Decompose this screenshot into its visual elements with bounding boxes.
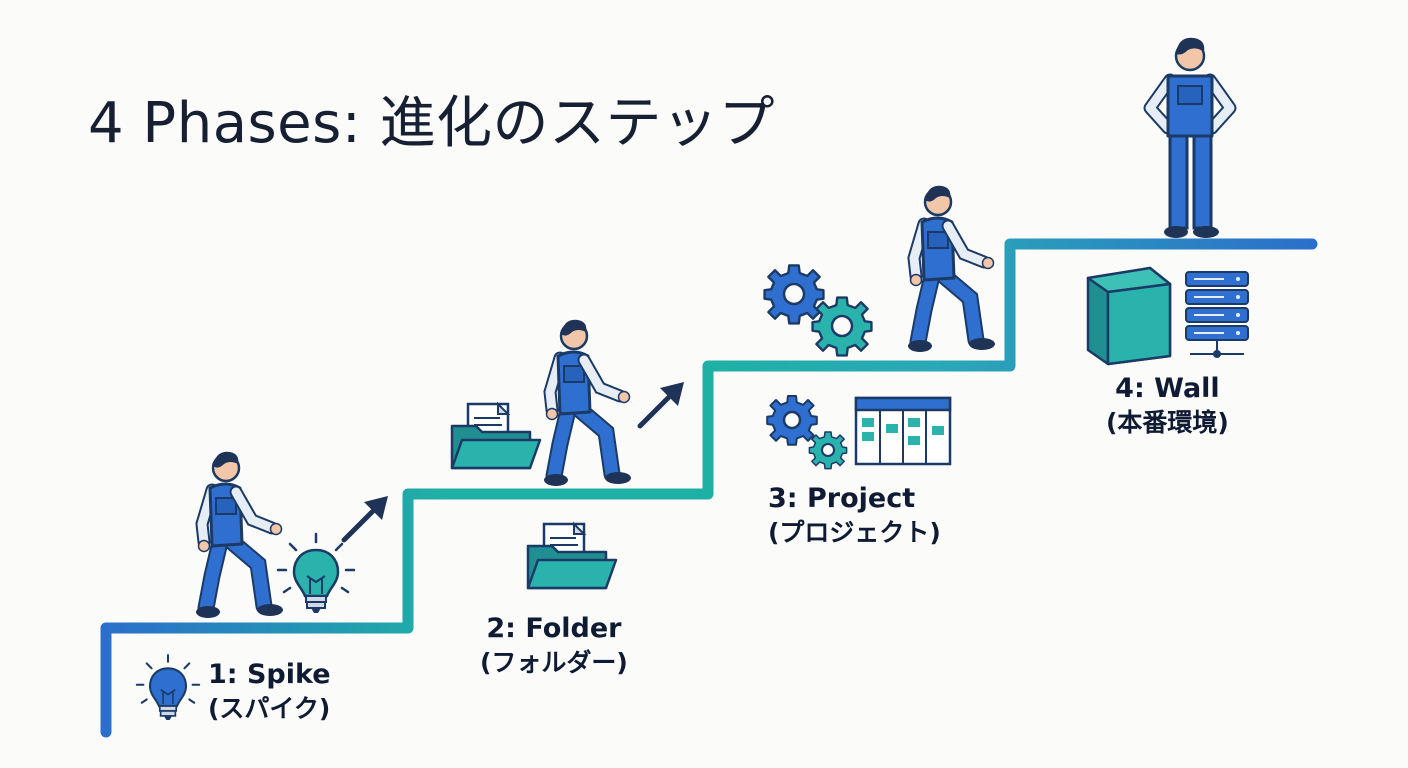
phase-2-title: 2: Folder <box>486 613 622 644</box>
phase-3-subtitle: (プロジェクト) <box>768 518 941 547</box>
lightbulb-icon <box>135 654 201 722</box>
phase-4-title: 4: Wall <box>1115 373 1220 404</box>
walker-figure-2 <box>544 320 631 486</box>
phase-4-label: 4: Wall (本番環境) <box>1106 372 1229 440</box>
walker-figure-1 <box>196 452 283 618</box>
folder-icon <box>526 522 618 590</box>
phase-1-label: 1: Spike (スパイク) <box>208 658 331 726</box>
arrow-up-right-icon <box>640 382 684 426</box>
standing-figure <box>1143 37 1237 238</box>
walker-figure-3 <box>908 186 995 352</box>
phase-3-title: 3: Project <box>768 483 916 514</box>
server-rack-icon <box>1185 271 1249 358</box>
folder-icon <box>450 402 542 470</box>
kanban-board-icon <box>854 396 952 466</box>
phase-1-subtitle: (スパイク) <box>208 694 331 723</box>
arrow-up-right-icon <box>344 496 388 540</box>
phase-3-label: 3: Project (プロジェクト) <box>768 482 941 550</box>
gears-icon <box>763 264 873 357</box>
lightbulb-icon <box>276 532 356 615</box>
gears-icon <box>766 394 848 470</box>
phase-2-label: 2: Folder (フォルダー) <box>480 612 628 680</box>
staircase-line <box>100 238 1318 738</box>
page-title: 4 Phases: 進化のステップ <box>88 91 775 156</box>
phase-4-subtitle: (本番環境) <box>1106 408 1229 437</box>
phase-1-title: 1: Spike <box>208 659 331 690</box>
firewall-icon <box>1086 266 1172 366</box>
phase-2-subtitle: (フォルダー) <box>480 648 628 677</box>
